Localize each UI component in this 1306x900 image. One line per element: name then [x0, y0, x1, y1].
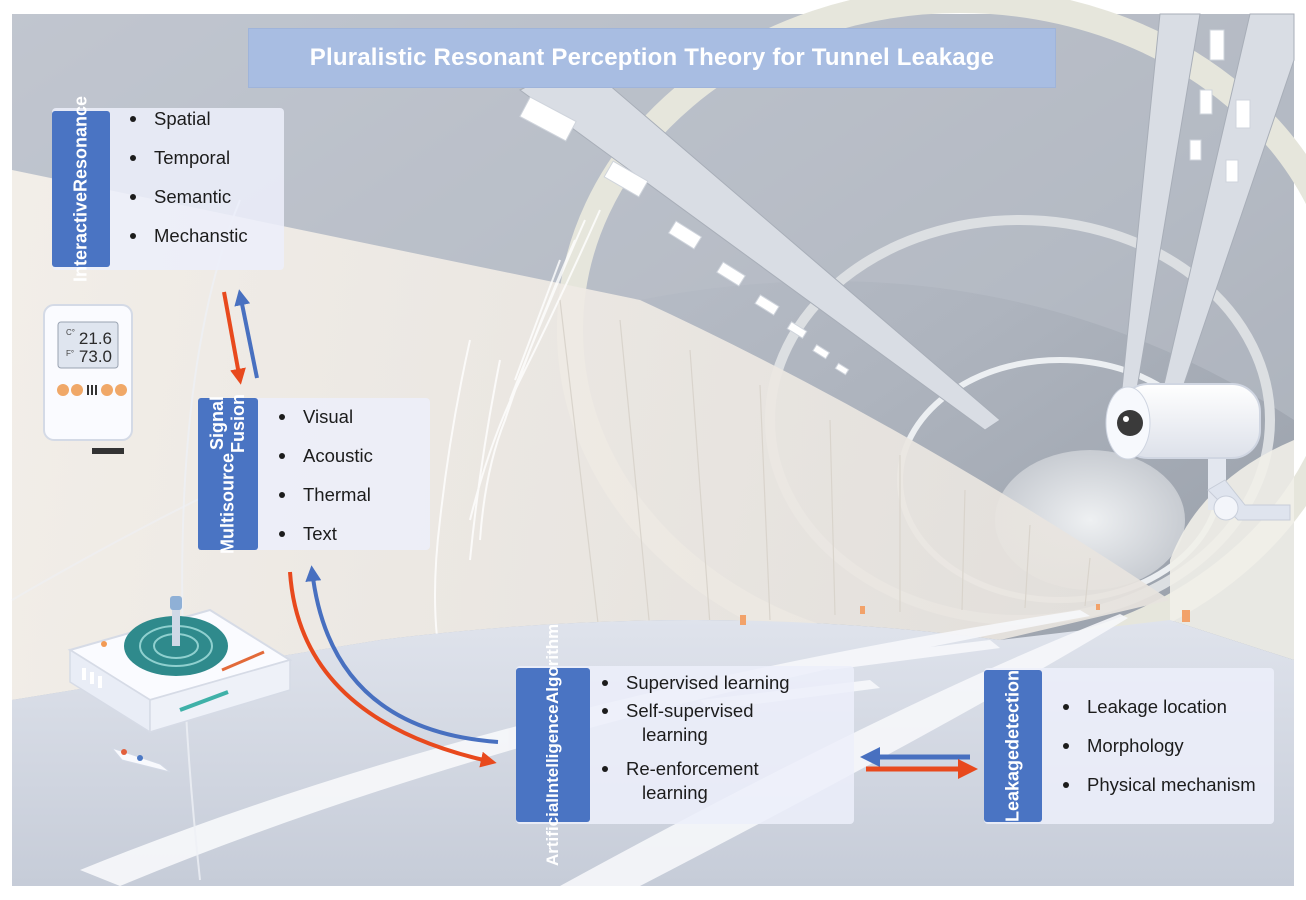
list-item: Physical mechanism [1063, 774, 1256, 795]
radar-device [67, 596, 293, 773]
arrow-ai-to-msf [305, 565, 499, 744]
interactive-resonance-list: Spatial Temporal Semantic Mechanstic [130, 108, 250, 270]
list-item: Self-supervised learning [602, 700, 836, 746]
sensor-prefix-1: C° [66, 328, 75, 337]
list-item: Thermal [279, 484, 373, 506]
ai-label-line3: Algorithm [543, 624, 562, 705]
sensor-device: C° 21.6 F° 73.0 [43, 304, 133, 454]
arrow-up-msf-to-ir [234, 289, 259, 379]
ai-item-2-line2: learning [642, 724, 708, 745]
list-item: Mechanstic [130, 225, 250, 247]
multisource-signal-fusion-panel: Multisource Signal Fusion Visual Acousti… [198, 394, 430, 554]
list-item: Re-enforcement learning [602, 758, 836, 804]
ld-label-line1: Leakage [1002, 749, 1023, 823]
list-item: Semantic [130, 186, 250, 208]
sensor-prefix-2: F° [66, 349, 74, 358]
interactive-resonance-label-line1: Interactive [70, 192, 91, 283]
msf-label-line1: Multisource [217, 452, 238, 554]
interactive-resonance-panel: Interactive Resonance Spatial Temporal S… [52, 96, 284, 282]
ai-label-line1: Artificial [543, 797, 562, 866]
ai-label-line2: Intelligence [543, 704, 562, 798]
ai-algorithm-panel: Artificial Intelligence Algorithm Superv… [516, 624, 854, 866]
list-item: Leakage location [1063, 696, 1256, 718]
interactive-resonance-label-line2: Resonance [70, 95, 91, 192]
list-item: Text [279, 523, 373, 545]
ai-item-1-line1: Supervised learning [626, 672, 790, 693]
list-item: Temporal [130, 147, 250, 169]
ai-algorithm-label: Artificial Intelligence Algorithm [516, 624, 590, 866]
ai-item-3-line2: learning [642, 782, 708, 803]
flow-arrows [222, 289, 978, 779]
list-item: Supervised learning [602, 672, 836, 694]
list-item: Spatial [130, 108, 250, 130]
multisource-signal-fusion-list: Visual Acoustic Thermal Text [279, 406, 373, 550]
leakage-detection-panel: Leakage detection Leakage location Morph… [984, 668, 1274, 824]
sensor-value-2: 73.0 [79, 347, 112, 366]
ai-item-2-line1: Self-supervised [626, 700, 754, 721]
leakage-detection-list: Leakage location Morphology Physical mec… [1063, 696, 1256, 824]
camera-icon [1105, 383, 1291, 521]
sensor-value-1: 21.6 [79, 329, 112, 348]
arrow-msf-to-ai [288, 571, 497, 768]
list-item: Acoustic [279, 445, 373, 466]
list-item: Morphology [1063, 735, 1256, 757]
ld-label-line2: detection [1002, 669, 1023, 750]
msf-label-line2: Signal Fusion [207, 393, 248, 453]
diagram-title: Pluralistic Resonant Perception Theory f… [248, 28, 1056, 88]
ai-item-3-line1: Re-enforcement [626, 758, 759, 779]
list-item: Visual [279, 406, 373, 428]
arrow-down-ir-to-msf [222, 291, 246, 385]
multisource-signal-fusion-label: Multisource Signal Fusion [198, 394, 258, 554]
ai-algorithm-list: Supervised learning Self-supervised lear… [602, 672, 836, 824]
leakage-detection-label: Leakage detection [984, 670, 1042, 822]
interactive-resonance-label: Interactive Resonance [52, 96, 110, 282]
